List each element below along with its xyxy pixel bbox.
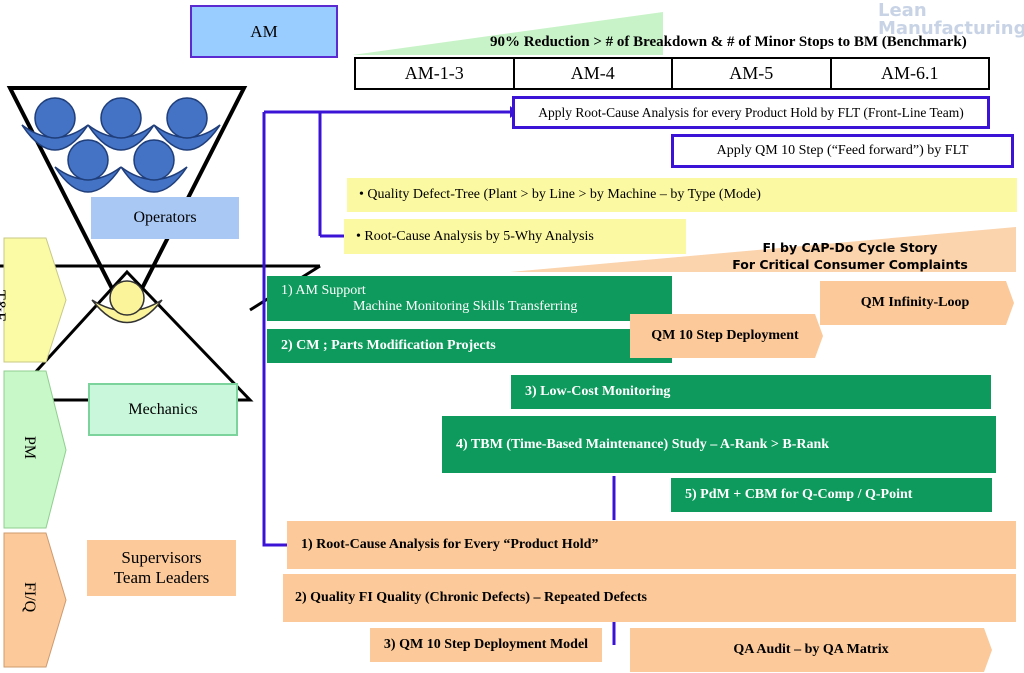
supervisors-box: Supervisors Team Leaders <box>87 540 236 596</box>
operator-icon <box>21 97 89 151</box>
qm10-model-box: 3) QM 10 Step Deployment Model <box>370 628 602 662</box>
am-support-box: 1) AM Support Machine Monitoring Skills … <box>267 276 672 321</box>
stage-am-6-1: AM-6.1 <box>881 63 939 83</box>
qa-audit-box: QA Audit – by QA Matrix <box>733 642 889 657</box>
five-why-box: • Root-Cause Analysis by 5-Why Analysis <box>344 219 686 254</box>
fiq-arrow <box>3 532 67 668</box>
watermark-text: Lean Manufacturing <box>878 0 1024 39</box>
cm-parts-box: 2) CM ; Parts Modification Projects <box>267 329 672 363</box>
qm-infinity-shape <box>820 281 1014 325</box>
defect-tree-box: • Quality Defect-Tree (Plant > by Line >… <box>347 178 1017 212</box>
watermark-logo: Lean Manufacturing <box>848 2 1024 62</box>
qm10-flt-box: Apply QM 10 Step (“Feed forward”) by FLT <box>671 134 1014 168</box>
blue-connectors <box>262 110 616 645</box>
stage-am-5: AM-5 <box>673 59 832 88</box>
am-label: AM <box>250 21 278 41</box>
qm-infinity-box: QM Infinity-Loop <box>860 295 970 310</box>
stage-header: AM-1-3 AM-4 AM-5 AM-6.1 <box>354 57 990 90</box>
operator-icon <box>153 97 221 151</box>
te-arrow <box>3 237 67 363</box>
mechanic-icon <box>91 280 163 324</box>
side-arrows <box>3 237 67 668</box>
fi-cap-wedge <box>510 227 1016 272</box>
low-cost-box: 3) Low-Cost Monitoring <box>511 375 991 409</box>
operators-box: Operators <box>91 197 239 239</box>
qa-audit-shape <box>630 628 992 672</box>
reduction-text: 90% Reduction > # of Breakdown & # of Mi… <box>490 34 967 50</box>
stage-am-4: AM-4 <box>515 59 673 88</box>
fi-cap-text: FI by CAP-Do Cycle Story For Critical Co… <box>732 240 968 272</box>
pdm-cbm-box: 5) PdM + CBM for Q-Comp / Q-Point <box>671 478 992 512</box>
reduction-wedge <box>352 12 663 55</box>
quality-fi-box: 2) Quality FI Quality (Chronic Defects) … <box>283 574 1016 622</box>
mechanics-box: Mechanics <box>88 383 238 436</box>
rca-flt-box: Apply Root-Cause Analysis for every Prod… <box>512 96 990 129</box>
am-box: AM <box>190 5 338 58</box>
pm-arrow <box>3 370 67 529</box>
operator-figures <box>21 97 221 193</box>
rca-hold-box: 1) Root-Cause Analysis for Every “Produc… <box>287 521 1016 569</box>
operator-icon <box>120 139 188 193</box>
tbm-box: 4) TBM (Time-Based Maintenance) Study – … <box>442 416 996 473</box>
stage-am-1-3: AM-1-3 <box>356 59 515 88</box>
qm10-deploy-box: QM 10 Step Deployment <box>651 328 799 343</box>
qm10-deploy-shape <box>630 314 823 358</box>
